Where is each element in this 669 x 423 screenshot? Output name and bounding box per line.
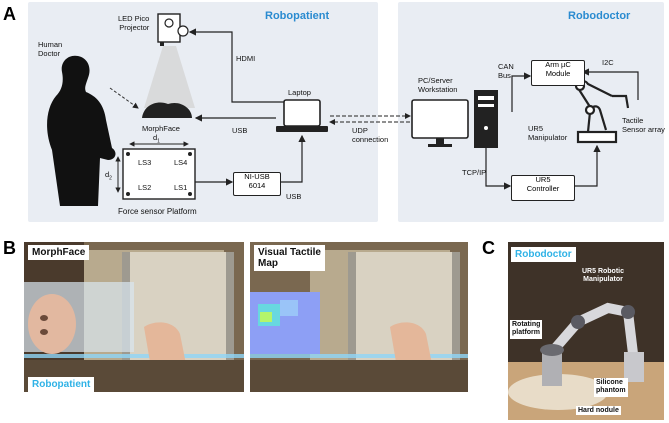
robodoctor-title: Robodoctor <box>568 10 631 22</box>
panel-c-letter: C <box>482 238 495 258</box>
pc-monitor-icon <box>411 99 469 147</box>
ls1-label: LS1 <box>174 183 188 192</box>
silicone-phantom-label: Silicone phantom <box>594 378 628 397</box>
projector-label: LED Pico Projector <box>118 14 150 32</box>
panel-a-letter: A <box>3 4 16 24</box>
panel-b-letter: B <box>3 238 16 258</box>
ur5-manipulator-label: UR5 Manipulator <box>528 124 568 142</box>
robodoctor-photo <box>508 242 664 420</box>
tactile-map-caption: Visual Tactile Map <box>254 245 325 271</box>
usb-daq-label: USB <box>286 192 302 201</box>
d1-label: d1 <box>153 133 160 145</box>
robopatient-caption: Robopatient <box>28 377 95 392</box>
hdmi-label: HDMI <box>236 54 256 63</box>
can-bus-label: CAN Bus <box>498 62 514 80</box>
morphface-label: MorphFace <box>142 124 180 133</box>
pc-label: PC/Server Workstation <box>418 76 458 94</box>
rotating-platform-label: Rotating platform <box>510 320 543 339</box>
ls3-label: LS3 <box>138 158 152 167</box>
udp-label: UDP connection <box>352 126 389 144</box>
robodoctor-caption: Robodoctor <box>511 247 576 262</box>
morphface-caption: MorphFace <box>28 245 90 260</box>
ur5-robotic-label: UR5 Robotic Manipulator <box>582 268 624 284</box>
ni-usb-box: NI-USB 6014 <box>233 172 281 196</box>
morphface-photo-scene <box>24 242 244 392</box>
tcp-ip-label: TCP/IP <box>462 168 487 177</box>
morphface-photo <box>24 242 244 392</box>
laptop-label: Laptop <box>288 88 311 97</box>
d2-label: d2 <box>105 170 112 182</box>
human-doctor-silhouette <box>47 55 116 207</box>
projector-icon <box>157 13 189 46</box>
ur5-robot-icon <box>574 79 630 144</box>
tactile-sensor-label: Tactile Sensor array <box>622 116 665 134</box>
pc-tower-icon <box>474 90 498 148</box>
usb-laptop-label: USB <box>232 126 248 135</box>
laptop-icon <box>276 99 328 132</box>
ur5-controller-box: UR5 Controller <box>511 175 575 201</box>
hard-nodule-label: Hard nodule <box>576 406 621 415</box>
force-platform-label: Force sensor Platform <box>118 207 197 216</box>
i2c-label: I2C <box>602 58 614 67</box>
panel-a-diagram-lines <box>47 13 639 207</box>
human-doctor-label: Human Doctor <box>38 40 63 58</box>
morphface-shape <box>142 102 192 118</box>
ls2-label: LS2 <box>138 183 152 192</box>
ls4-label: LS4 <box>174 158 188 167</box>
robopatient-title: Robopatient <box>265 10 330 22</box>
robodoctor-photo-scene <box>508 242 664 420</box>
arm-uc-box: Arm µC Module <box>531 60 585 86</box>
